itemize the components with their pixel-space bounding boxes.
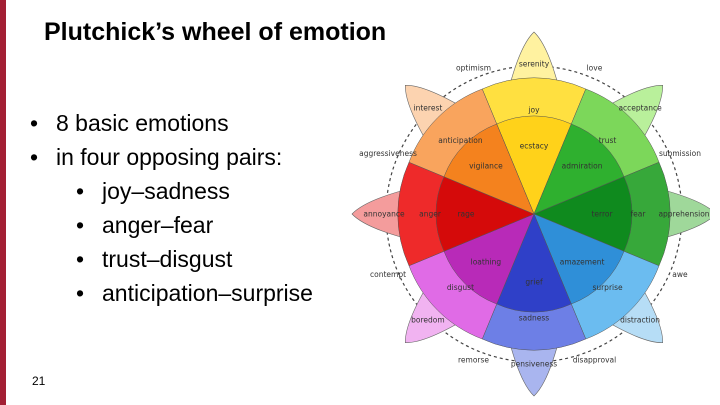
emotion-label: anger [419,210,442,219]
emotion-label: pensiveness [511,360,557,369]
dyad-label: optimism [456,64,491,73]
emotion-label: acceptance [618,103,662,112]
dyad-label: aggressiveness [359,149,417,158]
emotion-label: anticipation [438,136,483,145]
petal-inner-band [435,176,535,252]
sub-bullet-item: joy–sadness [76,174,313,208]
petal-inner-band [496,213,572,313]
dyad-label: remorse [458,355,489,364]
emotion-label: loathing [471,258,502,267]
page-number: 21 [32,374,46,388]
petal-inner-band [443,213,535,305]
petal-inner-band [533,123,625,215]
petal-sadness: pensiveness sadness grief [481,213,587,397]
dyad-label: submission [659,149,701,158]
petal-inner-band [443,123,535,215]
emotion-label: interest [414,103,443,112]
emotion-label: trust [599,136,617,145]
dyad-label: disapproval [573,355,617,364]
emotion-label: annoyance [363,210,405,219]
petal-trust: acceptance trust admiration [533,85,663,215]
dyad-label: awe [672,270,688,279]
sub-bullet-item: trust–disgust [76,242,313,276]
petal-disgust: boredom disgust loathing [405,213,535,343]
petal-surprise: distraction surprise amazement [533,213,663,343]
emotion-label: distraction [620,316,660,325]
petal-inner-band [496,115,572,215]
emotion-label: apprehension [658,210,709,219]
sub-bullet-item: anticipation–surprise [76,276,313,310]
emotion-label: rage [457,210,474,219]
emotion-label: terror [591,210,613,219]
accent-bar [0,0,6,405]
emotion-label: sadness [519,314,550,323]
emotion-label: grief [525,278,543,287]
petal-anger: annoyance anger rage [351,161,535,267]
petal-fear: apprehension fear terror [533,161,710,267]
emotion-label: disgust [447,283,474,292]
sub-bullet-item: anger–fear [76,208,313,242]
plutchik-wheel-diagram: serenity joy ecstacy acceptance trust admirat… [351,31,710,397]
dyad-label: love [587,64,603,73]
emotion-label: fear [631,210,647,219]
petal-inner-band [533,176,633,252]
emotion-label: admiration [562,161,603,170]
emotion-label: joy [527,106,540,115]
emotion-label: boredom [411,316,445,325]
petal-anticipation: interest anticipation vigilance [405,85,535,215]
petal-inner-band [533,213,625,305]
bullet-item: in four opposing pairs: [30,140,313,174]
bullet-item: 8 basic emotions [30,106,313,140]
emotion-label: ecstacy [520,142,549,151]
slide-title: Plutchick’s wheel of emotion [44,18,387,46]
emotion-label: serenity [519,60,550,69]
bullet-list: 8 basic emotions in four opposing pairs:… [30,106,313,310]
dyad-label: contempt [370,270,406,279]
emotion-label: amazement [560,258,605,267]
emotion-label: vigilance [469,161,503,170]
petal-joy: serenity joy ecstacy [481,31,587,215]
emotion-label: surprise [592,283,623,292]
